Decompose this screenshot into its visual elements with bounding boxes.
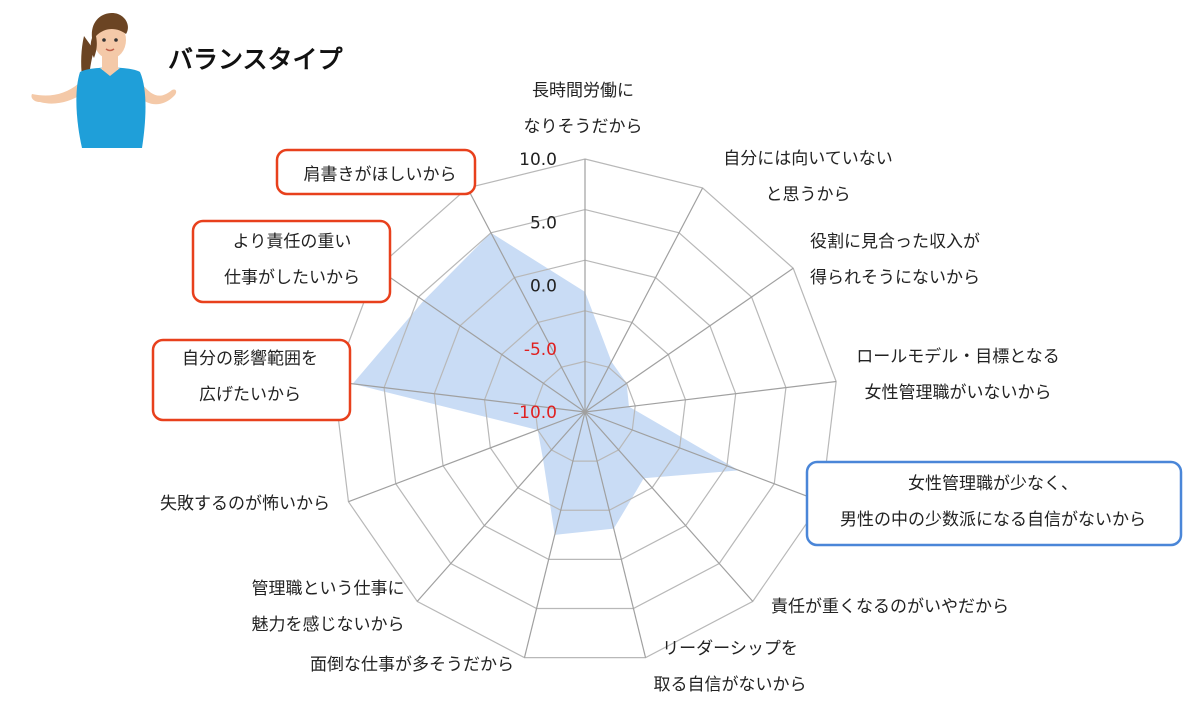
grid-spoke: [523, 411, 586, 658]
tick-label: 10.0: [519, 150, 557, 170]
grid-ring: [383, 208, 787, 610]
axis-label: ロールモデル・目標となる: [856, 346, 1060, 367]
grid-spoke: [584, 411, 647, 658]
tick-label: -5.0: [524, 340, 557, 360]
tick-label: 5.0: [530, 213, 557, 233]
axis-label: 自分には向いていない: [723, 149, 893, 169]
axis-label: 自分の影響範囲を: [182, 349, 318, 369]
grid-spoke: [333, 380, 586, 413]
axis-label: 管理職という仕事に: [252, 579, 405, 599]
woman-shrugging-icon: [31, 13, 177, 148]
grid-spoke: [376, 267, 586, 413]
grid-spoke: [584, 411, 754, 602]
axis-label: 得られそうにないから: [810, 268, 980, 288]
axis-label: 面倒な仕事が多そうだから: [310, 655, 514, 675]
axis-label: 取る自信がないから: [654, 675, 807, 695]
axis-label: 仕事がしたいから: [224, 268, 360, 288]
tick-label: 0.0: [530, 277, 557, 297]
axis-label: 役割に見合った収入が: [810, 232, 980, 252]
grid-ring: [483, 310, 687, 511]
axis-label: 魅力を感じないから: [252, 615, 405, 635]
axis-label: 女性管理職が少なく、: [908, 474, 1078, 494]
axis-label: 失敗するのが怖いから: [160, 494, 330, 514]
axis-label: リーダーシップを: [662, 639, 798, 659]
tick-label: -10.0: [513, 403, 557, 423]
axis-label: 広げたいから: [199, 385, 301, 405]
axis-label: 肩書きがほしいから: [304, 165, 457, 185]
axis-label: 長時間労働に: [532, 81, 634, 101]
axis-label: と思うから: [766, 185, 851, 205]
grid-spoke: [348, 411, 586, 503]
highlight-box: [151, 338, 352, 422]
highlight-box: [805, 460, 1183, 547]
highlight-box: [275, 148, 477, 196]
grid-spoke: [584, 187, 704, 413]
grid-spoke: [416, 411, 586, 602]
axis-label: 女性管理職がいないから: [865, 383, 1052, 403]
grid-spoke: [584, 380, 837, 413]
grid-spoke: [466, 187, 586, 413]
axis-label: 責任が重くなるのがいやだから: [771, 597, 1009, 617]
grid-ring: [433, 259, 737, 560]
axis-label: より責任の重い: [233, 232, 352, 252]
page-title: バランスタイプ: [168, 45, 343, 74]
grid-spoke: [584, 267, 794, 413]
grid-spoke: [584, 411, 822, 503]
axis-label: なりそうだから: [524, 117, 643, 137]
data-series-area: [352, 232, 739, 535]
grid-ring: [534, 360, 636, 462]
axis-label: 男性の中の少数派になる自信がないから: [840, 510, 1146, 530]
highlight-box: [191, 219, 392, 304]
